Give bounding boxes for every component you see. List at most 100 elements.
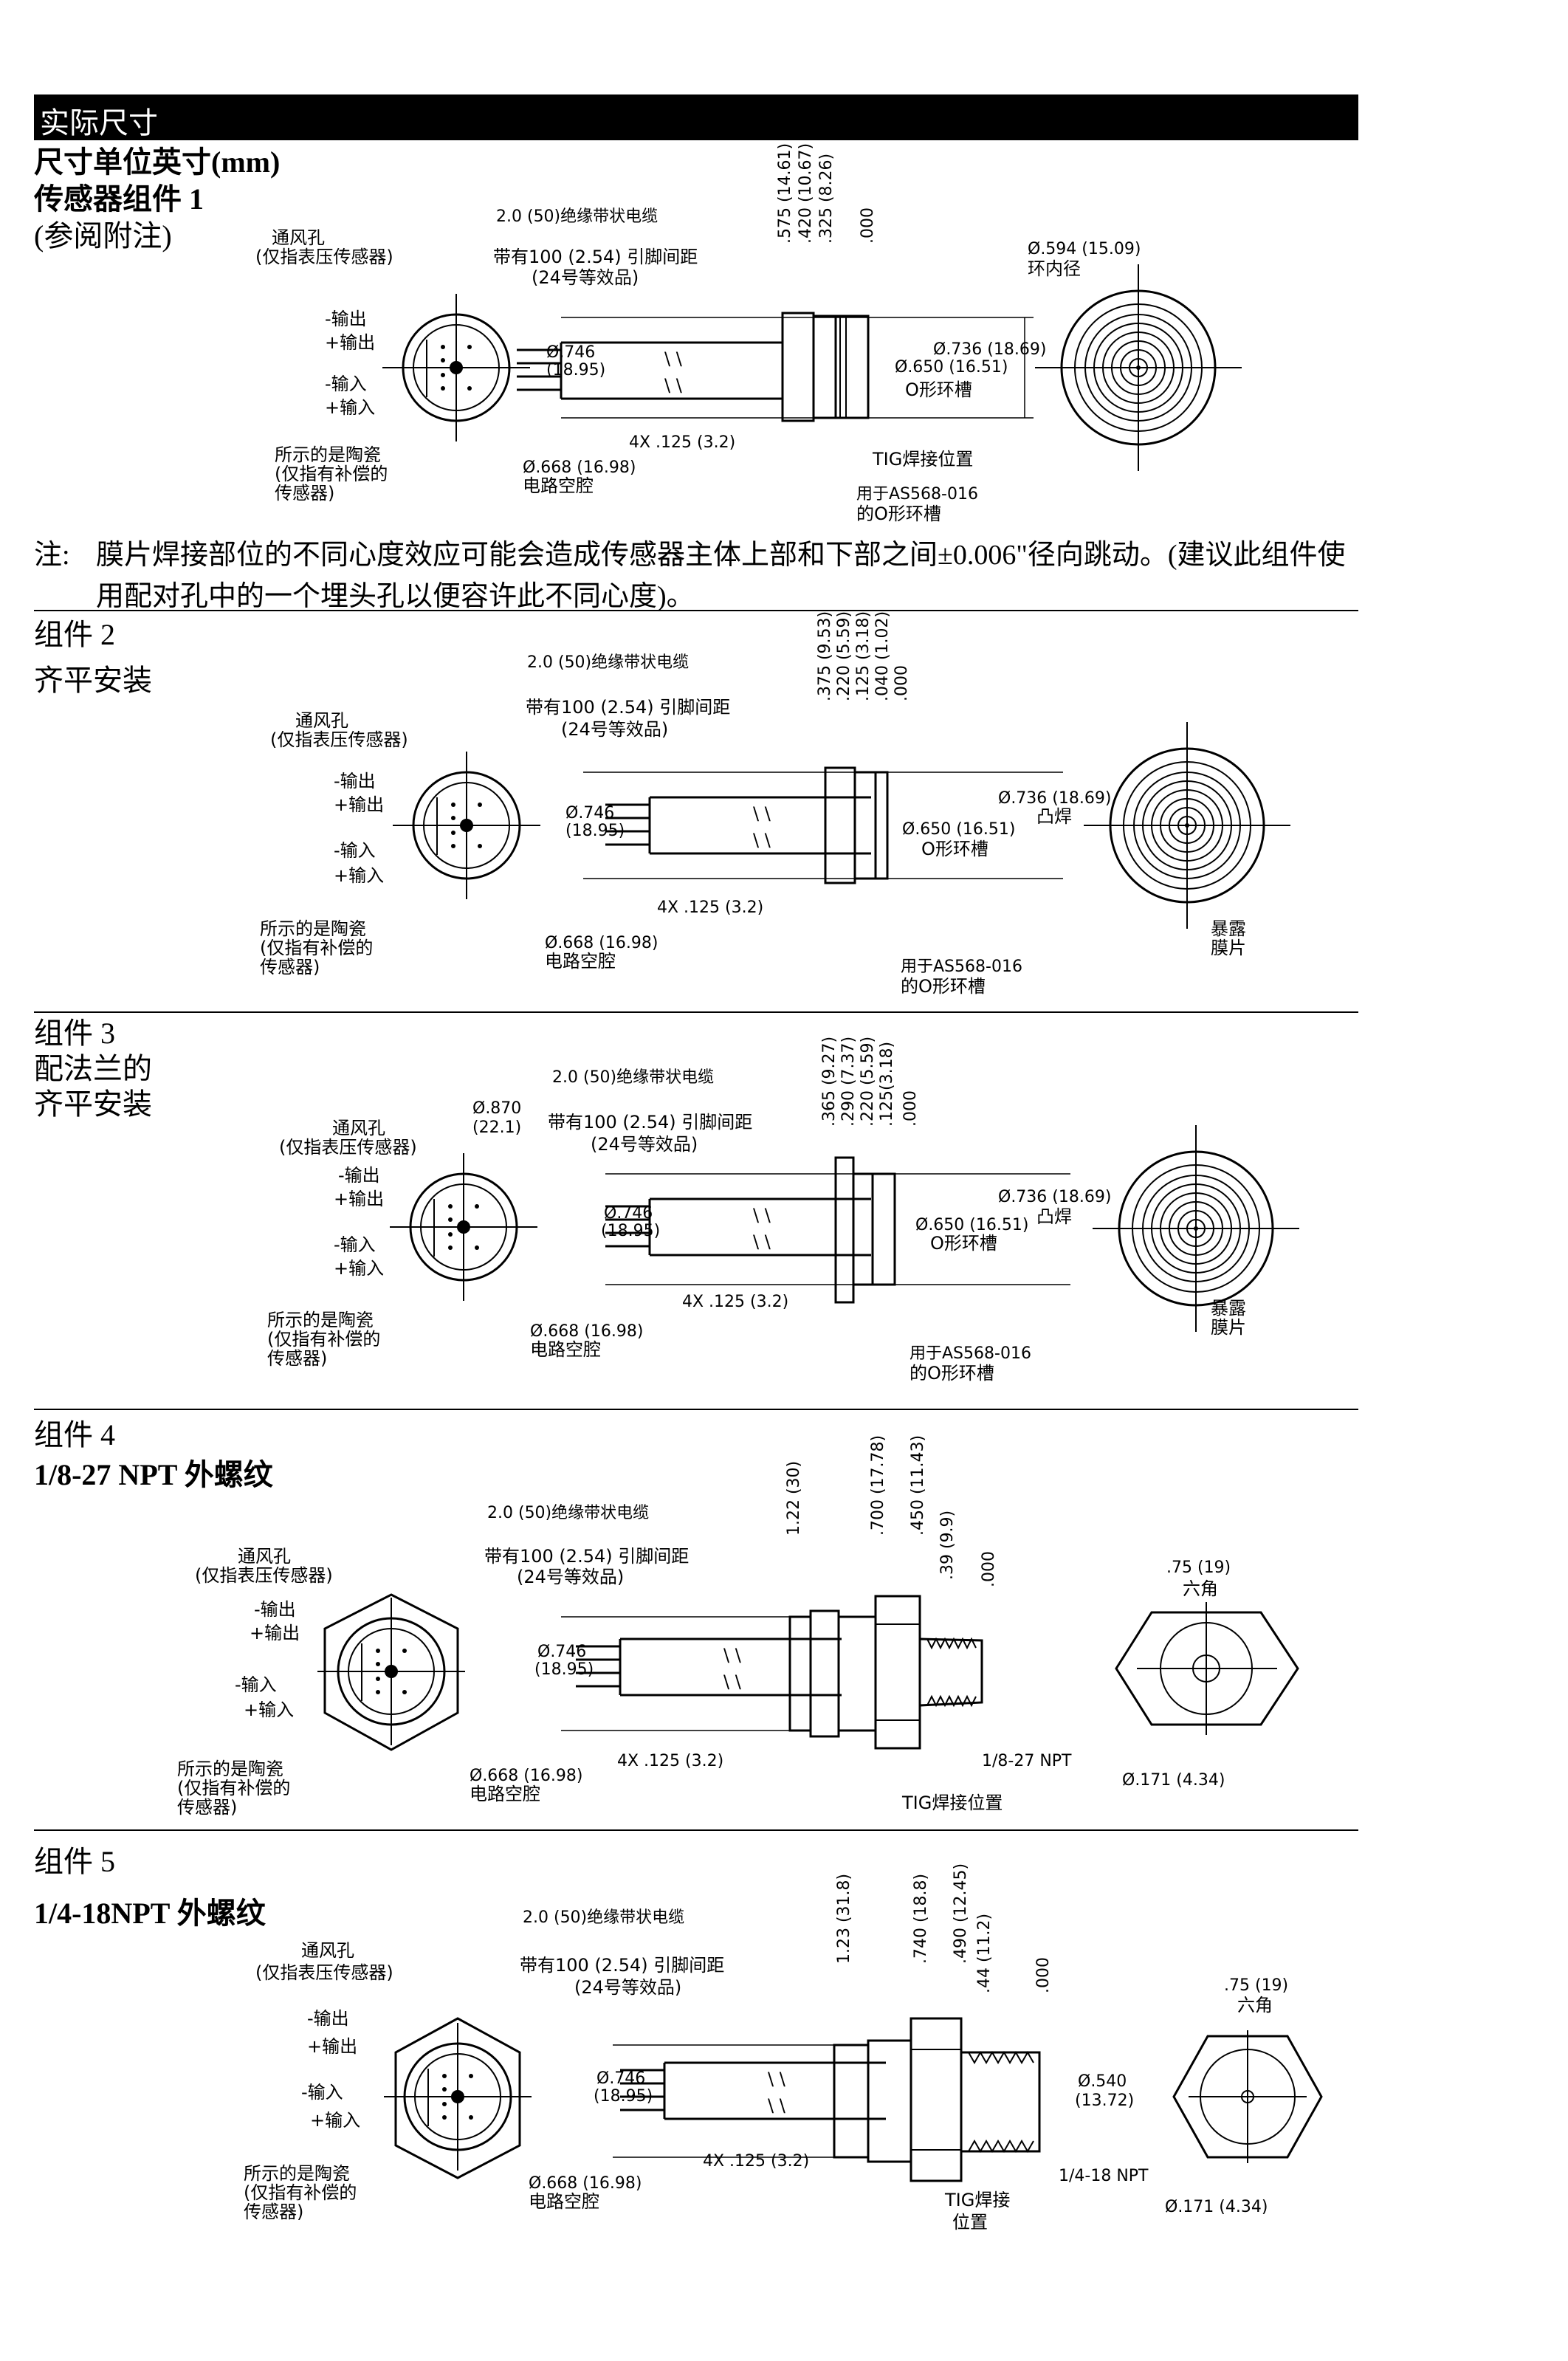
svg-text:.000: .000 (1034, 1957, 1053, 1993)
svg-text:TIG焊接: TIG焊接 (944, 2190, 1010, 2210)
svg-text:所示的是陶瓷: 所示的是陶瓷 (177, 1759, 283, 1779)
svg-text:.000: .000 (980, 1551, 998, 1587)
svg-text:(仅指表压传感器): (仅指表压传感器) (270, 729, 408, 750)
svg-text:+输出: +输出 (325, 332, 375, 353)
divider (34, 1409, 1358, 1410)
svg-text:(仅指有补偿的: (仅指有补偿的 (177, 1778, 290, 1798)
svg-text:+输出: +输出 (334, 794, 384, 815)
svg-text:通风孔: 通风孔 (301, 1940, 354, 1961)
group-5-title: 组件 5 (34, 1845, 115, 1878)
note-label: 注: (34, 540, 70, 571)
svg-text:.000: .000 (859, 207, 877, 244)
svg-text:O形环槽: O形环槽 (930, 1233, 997, 1254)
svg-text:膜片: 膜片 (1211, 938, 1246, 958)
svg-text:膜片: 膜片 (1211, 1317, 1246, 1338)
svg-text:O形环槽: O形环槽 (905, 379, 972, 400)
svg-text:(24号等效品): (24号等效品) (561, 719, 668, 740)
group-1-title: 传感器组件 1 (34, 182, 204, 216)
svg-text:用于AS568-016: 用于AS568-016 (909, 1344, 1031, 1363)
svg-text:通风孔: 通风孔 (295, 710, 348, 731)
svg-text:位置: 位置 (952, 2212, 988, 2233)
svg-text:带有100 (2.54) 引脚间距: 带有100 (2.54) 引脚间距 (520, 1955, 724, 1976)
svg-text:-输出: -输出 (325, 309, 367, 329)
svg-text:通风孔: 通风孔 (332, 1118, 385, 1138)
svg-text:(24号等效品): (24号等效品) (517, 1567, 624, 1587)
svg-text:-输入: -输入 (235, 1674, 277, 1695)
svg-text:+输出: +输出 (307, 2036, 357, 2057)
svg-text:传感器): 传感器) (260, 957, 320, 977)
svg-text:带有100 (2.54) 引脚间距: 带有100 (2.54) 引脚间距 (484, 1546, 689, 1567)
svg-text:-输出: -输出 (334, 771, 376, 791)
svg-text:Ø.650 (16.51): Ø.650 (16.51) (902, 820, 1015, 839)
group-4-drawing: 通风孔 (仅指表压传感器) -输出 +输出 -输入 +输入 所示的是陶瓷 (仅指… (177, 1435, 1299, 1818)
svg-text:(18.95): (18.95) (565, 822, 625, 840)
svg-text:Ø.668 (16.98): Ø.668 (16.98) (529, 2174, 642, 2193)
svg-text:.040 (1.02): .040 (1.02) (873, 611, 892, 701)
svg-text:4X .125 (3.2): 4X .125 (3.2) (629, 433, 735, 452)
svg-text:TIG焊接位置: TIG焊接位置 (872, 449, 973, 470)
svg-text:1.22 (30): 1.22 (30) (785, 1461, 803, 1536)
svg-text:用于AS568-016: 用于AS568-016 (901, 958, 1022, 976)
section-header-title: 实际尺寸 (40, 106, 158, 140)
svg-text:.700 (17.78): .700 (17.78) (869, 1435, 887, 1536)
svg-text:.220 (5.59): .220 (5.59) (859, 1037, 877, 1127)
svg-text:-输出: -输出 (254, 1599, 296, 1620)
divider (34, 1011, 1358, 1013)
svg-text:(仅指表压传感器): (仅指表压传感器) (255, 1962, 393, 1983)
svg-text:(24号等效品): (24号等效品) (574, 1977, 681, 1998)
svg-text:+输出: +输出 (250, 1623, 300, 1643)
svg-text:.125(3.18): .125(3.18) (878, 1042, 896, 1127)
note-text: 膜片焊接部位的不同心度效应可能会造成传感器主体上部和下部之间±0.006"径向跳… (96, 540, 1346, 612)
svg-text:Ø.171 (4.34): Ø.171 (4.34) (1122, 1771, 1225, 1790)
svg-text:带有100 (2.54) 引脚间距: 带有100 (2.54) 引脚间距 (526, 697, 730, 718)
svg-text:的O形环槽: 的O形环槽 (909, 1363, 994, 1384)
svg-text:.740 (18.8): .740 (18.8) (912, 1874, 930, 1964)
svg-text:+输入: +输入 (334, 865, 384, 886)
svg-text:六角: 六角 (1183, 1578, 1218, 1599)
svg-text:凸焊: 凸焊 (1036, 1206, 1072, 1227)
svg-text:TIG焊接位置: TIG焊接位置 (901, 1793, 1003, 1813)
svg-text:(仅指有补偿的: (仅指有补偿的 (267, 1329, 380, 1350)
group-1-drawing: 通风孔 (仅指表压传感器) -输出 +输出 -输入 +输入 所示的是陶瓷 (仅指… (255, 143, 1243, 524)
group-4-title: 组件 4 (34, 1418, 115, 1451)
svg-text:电路空腔: 电路空腔 (530, 1339, 601, 1360)
svg-text:Ø.594 (15.09): Ø.594 (15.09) (1028, 240, 1141, 258)
svg-text:Ø.650 (16.51): Ø.650 (16.51) (895, 358, 1008, 377)
svg-text:电路空腔: 电路空腔 (523, 475, 594, 496)
svg-text:通风孔: 通风孔 (238, 1546, 291, 1567)
group-3-subtitle-2: 齐平安装 (34, 1087, 152, 1121)
svg-text:-输出: -输出 (307, 2008, 349, 2029)
svg-text:通风孔: 通风孔 (272, 227, 325, 248)
svg-text:2.0 (50)绝缘带状电缆: 2.0 (50)绝缘带状电缆 (523, 1908, 684, 1927)
svg-text:2.0 (50)绝缘带状电缆: 2.0 (50)绝缘带状电缆 (527, 653, 689, 672)
group-2-subtitle: 齐平安装 (34, 664, 152, 697)
svg-text:+输入: +输入 (334, 1258, 384, 1279)
note-reference: (参阅附注) (34, 219, 172, 252)
svg-text:.450 (11.43): .450 (11.43) (909, 1435, 927, 1536)
svg-text:的O形环槽: 的O形环槽 (901, 976, 986, 997)
svg-text:Ø.736 (18.69): Ø.736 (18.69) (998, 1188, 1111, 1206)
svg-text:(24号等效品): (24号等效品) (591, 1134, 698, 1155)
svg-text:(仅指有补偿的: (仅指有补偿的 (260, 938, 373, 958)
svg-text:.220 (5.59): .220 (5.59) (835, 611, 853, 701)
svg-text:.490 (12.45): .490 (12.45) (952, 1863, 970, 1964)
svg-text:电路空腔: 电路空腔 (529, 2191, 599, 2212)
svg-text:凸焊: 凸焊 (1036, 806, 1072, 827)
svg-text:Ø.746: Ø.746 (604, 1204, 653, 1223)
svg-text:所示的是陶瓷: 所示的是陶瓷 (244, 2163, 350, 2184)
svg-text:4X .125 (3.2): 4X .125 (3.2) (682, 1293, 788, 1311)
svg-text:Ø.668 (16.98): Ø.668 (16.98) (545, 934, 658, 952)
svg-text:的O形环槽: 的O形环槽 (856, 504, 941, 524)
svg-text:.39 (9.9): .39 (9.9) (938, 1511, 957, 1580)
svg-text:.420 (10.67): .420 (10.67) (797, 143, 815, 244)
group-3-drawing: 通风孔 (仅指表压传感器) Ø.870 (22.1) -输出 +输出 -输入 +… (267, 1037, 1301, 1384)
svg-text:1.23 (31.8): 1.23 (31.8) (835, 1874, 853, 1964)
svg-text:-输入: -输入 (334, 1234, 376, 1255)
group-5-subtitle: 1/4-18NPT 外螺纹 (34, 1897, 266, 1930)
svg-text:电路空腔: 电路空腔 (545, 951, 616, 972)
svg-text:电路空腔: 电路空腔 (470, 1784, 540, 1804)
svg-text:环内径: 环内径 (1028, 258, 1081, 279)
svg-text:2.0 (50)绝缘带状电缆: 2.0 (50)绝缘带状电缆 (552, 1068, 714, 1087)
svg-text:+输入: +输入 (244, 1700, 294, 1720)
svg-text:(仅指表压传感器): (仅指表压传感器) (195, 1565, 333, 1586)
